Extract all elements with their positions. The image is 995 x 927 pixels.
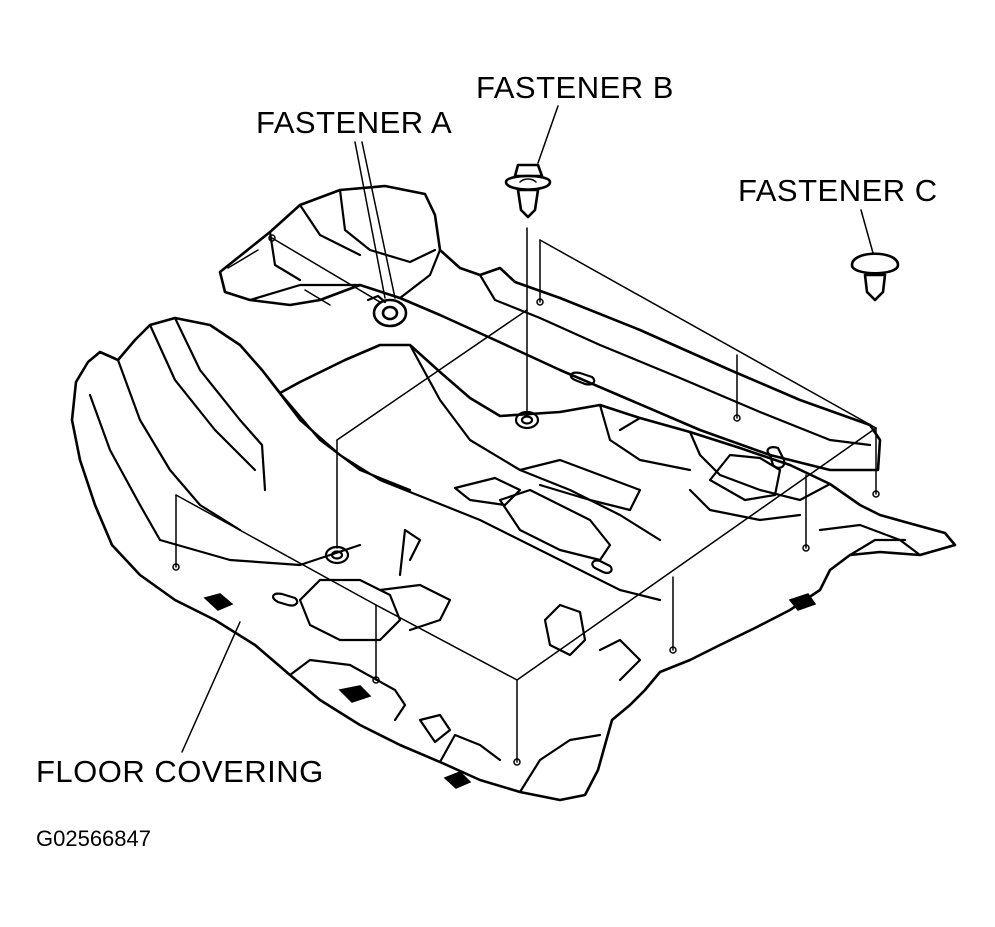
fastener-hole-center bbox=[520, 415, 534, 425]
fastener-a-label: FASTENER A bbox=[256, 105, 453, 140]
fastener-c-label: FASTENER C bbox=[738, 173, 938, 208]
rear-floor-section bbox=[218, 184, 882, 472]
leader-lines bbox=[181, 105, 874, 753]
floor-covering-label: FLOOR COVERING bbox=[36, 754, 324, 789]
fastener-b-clip bbox=[504, 163, 552, 219]
fastener-hole-center bbox=[330, 550, 344, 560]
fastener-b-label: FASTENER B bbox=[476, 70, 674, 105]
fastener-c-clip bbox=[850, 252, 900, 302]
fastener-hole bbox=[268, 234, 276, 242]
fastener-a-clip bbox=[366, 294, 408, 328]
front-floor-section bbox=[70, 316, 957, 802]
fastener-location-lines bbox=[175, 227, 877, 763]
figure-id: G02566847 bbox=[36, 826, 151, 851]
